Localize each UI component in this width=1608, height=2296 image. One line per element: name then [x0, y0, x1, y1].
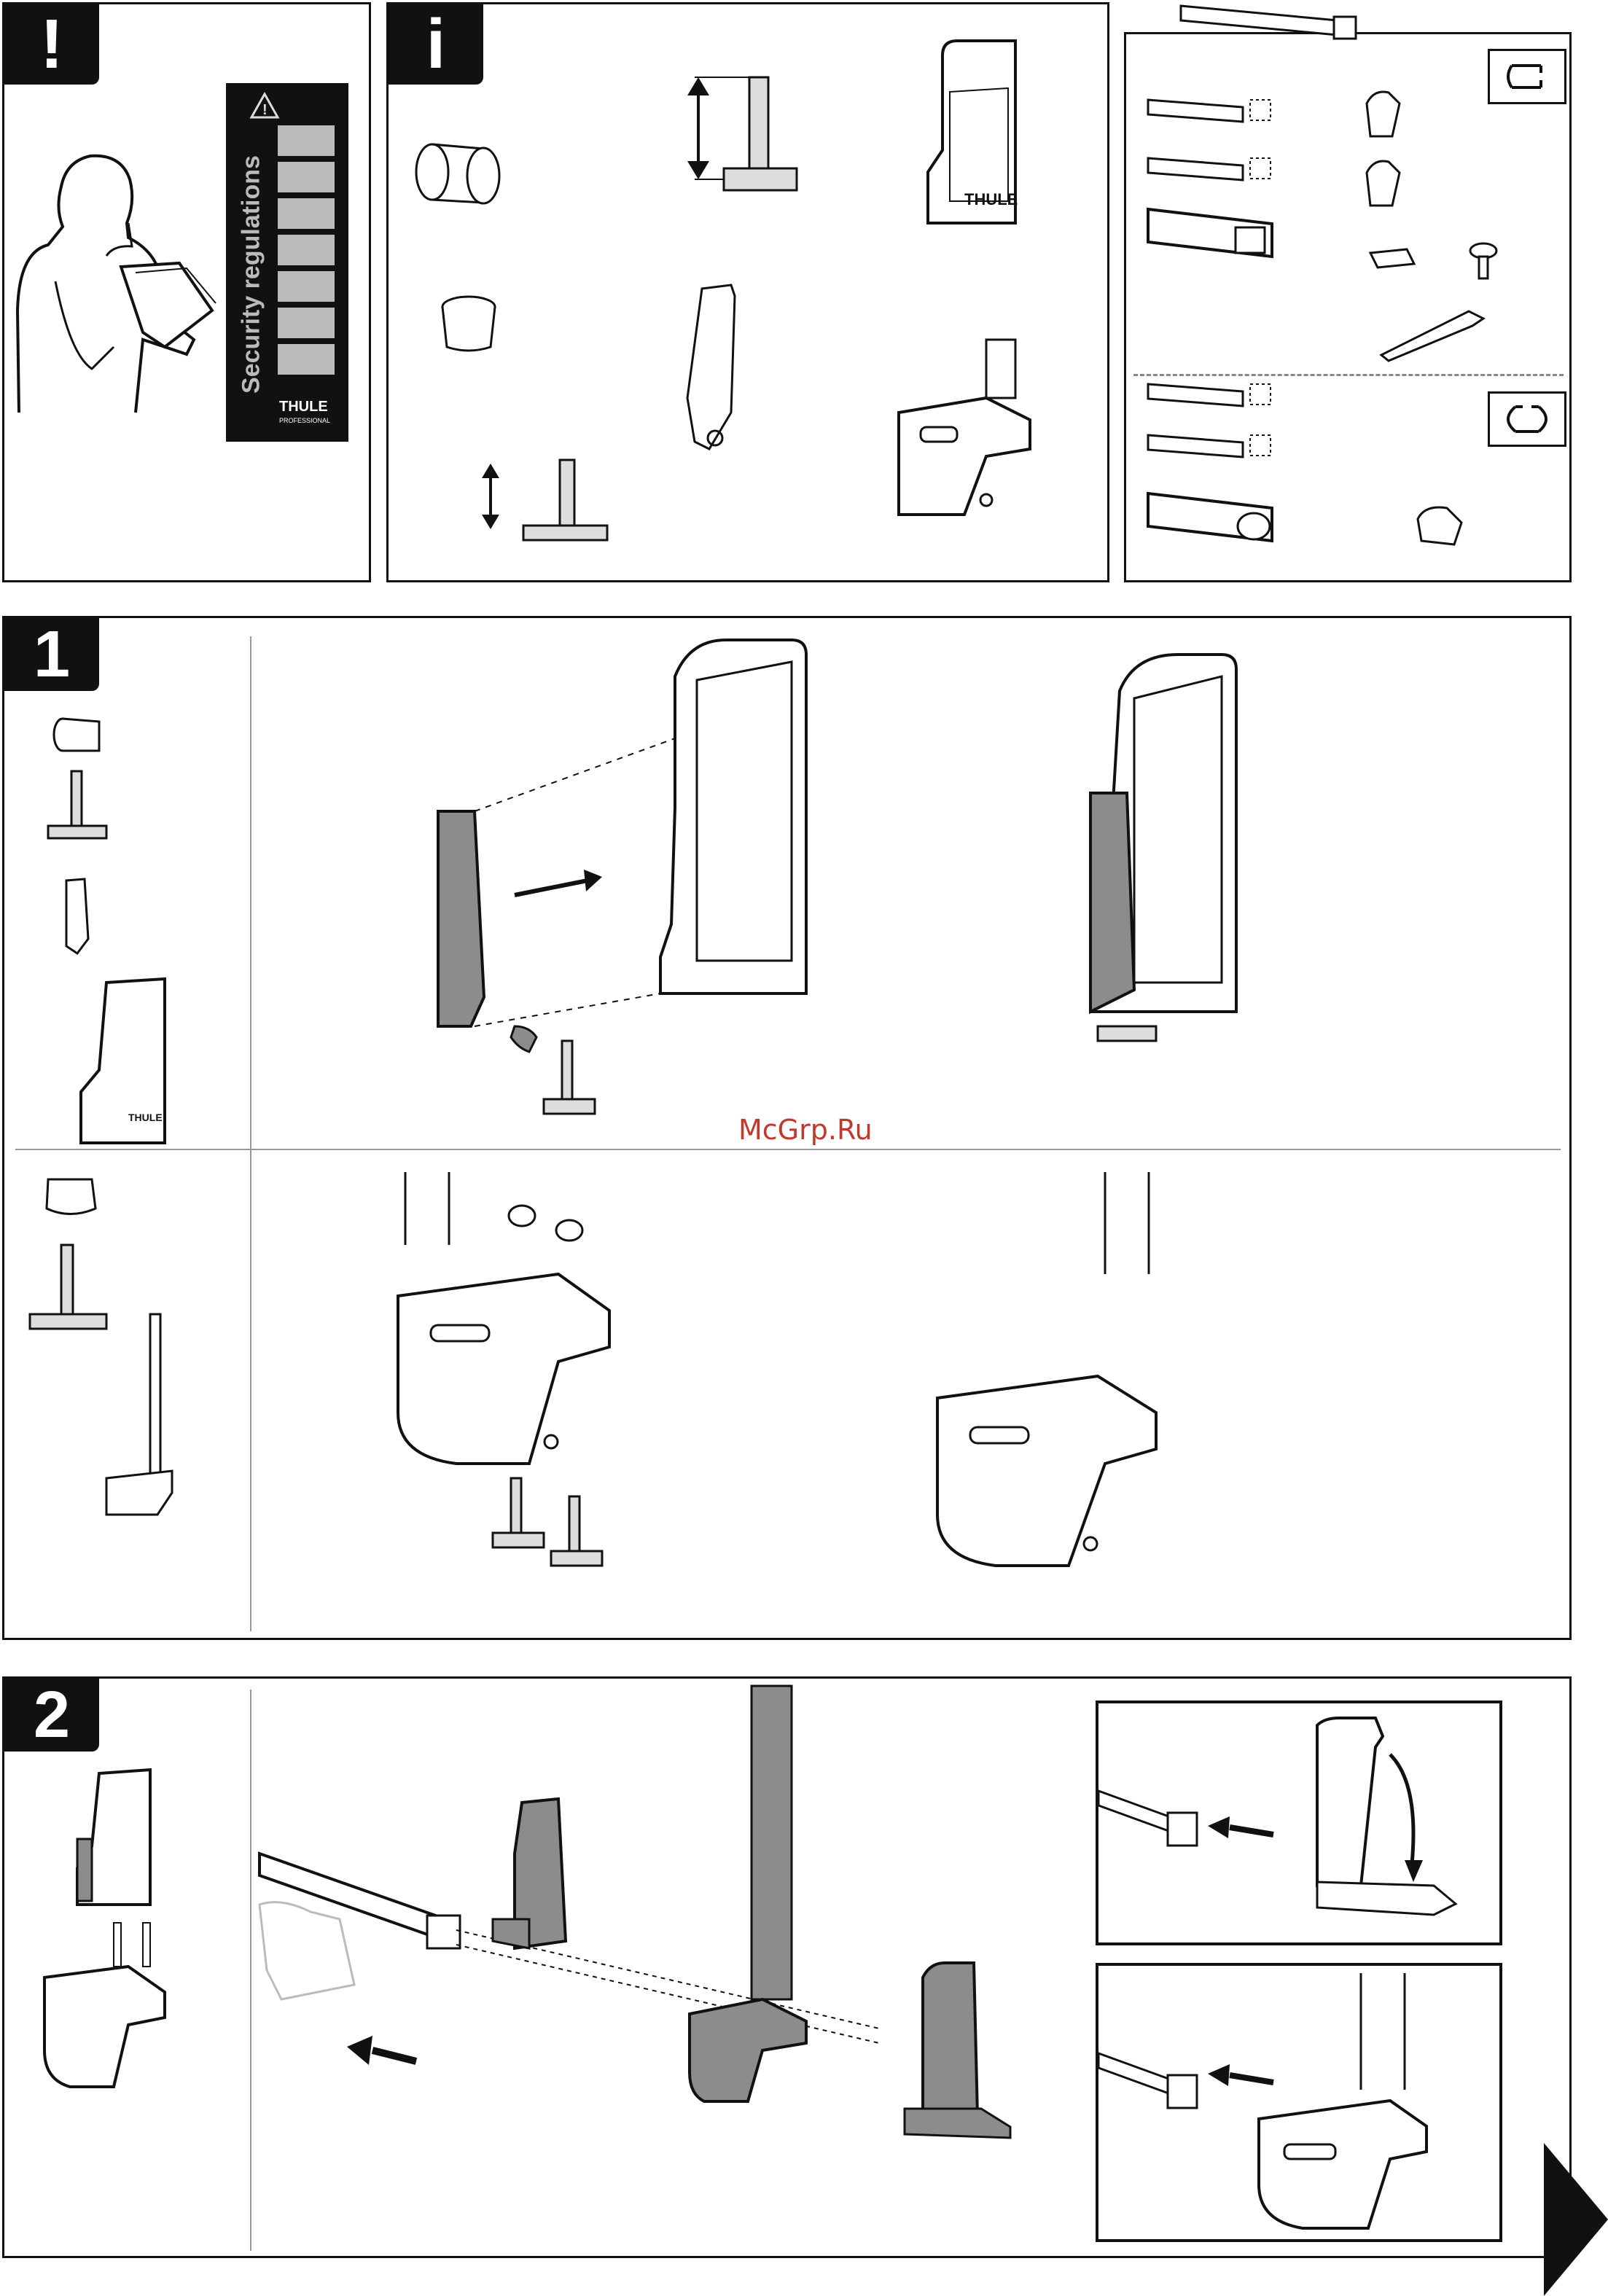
- profiles-divider: [1133, 374, 1564, 376]
- bar-profile-6: [1148, 493, 1272, 541]
- svg-text:!: !: [262, 102, 268, 118]
- step-1-parts-list: THULE: [4, 618, 245, 1624]
- step-1-holder-brand: THULE: [128, 1112, 163, 1123]
- panel-profiles: [1124, 32, 1572, 582]
- panel-step-2: 2: [2, 1676, 1572, 2258]
- booklet-thumbnails: [278, 125, 335, 375]
- step-2-parts-list: [4, 1679, 245, 2247]
- end-cap-3: [1418, 507, 1461, 544]
- bar-profile-2: [1148, 158, 1271, 180]
- panel-warning: ! ! Security regulations THULE PROFESSIO…: [2, 2, 371, 582]
- panel-info: i THULE: [386, 2, 1109, 582]
- panel-step-1: 1 THULE: [2, 616, 1572, 1640]
- profile-round-icon: [1488, 391, 1566, 447]
- t-bolt-large-part: [687, 77, 797, 190]
- parts-overview-figure: THULE: [389, 4, 1112, 585]
- booklet-brand-sub: PROFESSIONAL: [279, 417, 330, 424]
- booklet-brand: THULE: [279, 399, 328, 415]
- step-1-divider-v: [250, 636, 251, 1631]
- detail-inset-bottom: [1096, 1963, 1502, 2242]
- booklet-title: Security regulations: [238, 129, 266, 421]
- cylinder-nut-part: [416, 144, 499, 203]
- step-1-assembly-frame: [252, 1157, 1564, 1653]
- bar-profile-4: [1148, 384, 1271, 406]
- step-1-assembly-holder: [252, 618, 1564, 1128]
- frame-holder-part: [899, 340, 1030, 515]
- watermark-text: McGrp.Ru: [738, 1114, 873, 1146]
- profile-slot-icon: [1488, 49, 1566, 104]
- bar-profile-3: [1148, 209, 1272, 257]
- warning-triangle-icon: !: [250, 93, 279, 119]
- detail-inset-top: [1096, 1700, 1502, 1945]
- end-cap-1: [1367, 92, 1400, 136]
- step-2-divider-v: [250, 1690, 251, 2251]
- inset-bottom-figure: [1098, 1966, 1499, 2239]
- next-page-arrow-icon[interactable]: [1544, 2143, 1608, 2296]
- rubber-cap-part: [442, 297, 495, 351]
- profiles-figure: [1126, 34, 1574, 585]
- fork-holder-part: THULE: [928, 41, 1018, 223]
- step-1-divider-h: [15, 1149, 1561, 1150]
- end-cap-2: [1367, 161, 1400, 206]
- inset-top-figure: [1098, 1703, 1499, 1942]
- t-bolt-small-part: [482, 460, 607, 540]
- security-booklet: ! Security regulations THULE PROFESSIONA…: [226, 83, 348, 442]
- screw-part: [1470, 243, 1496, 278]
- allen-key: [1381, 311, 1483, 361]
- holder-brand-label: THULE: [964, 190, 1018, 208]
- bar-profile-1: [1148, 100, 1271, 122]
- square-nut: [1370, 249, 1414, 268]
- bar-profile-5: [1148, 435, 1271, 457]
- bar-beam-figure: [1177, 2, 1367, 46]
- strap-part: [687, 285, 735, 449]
